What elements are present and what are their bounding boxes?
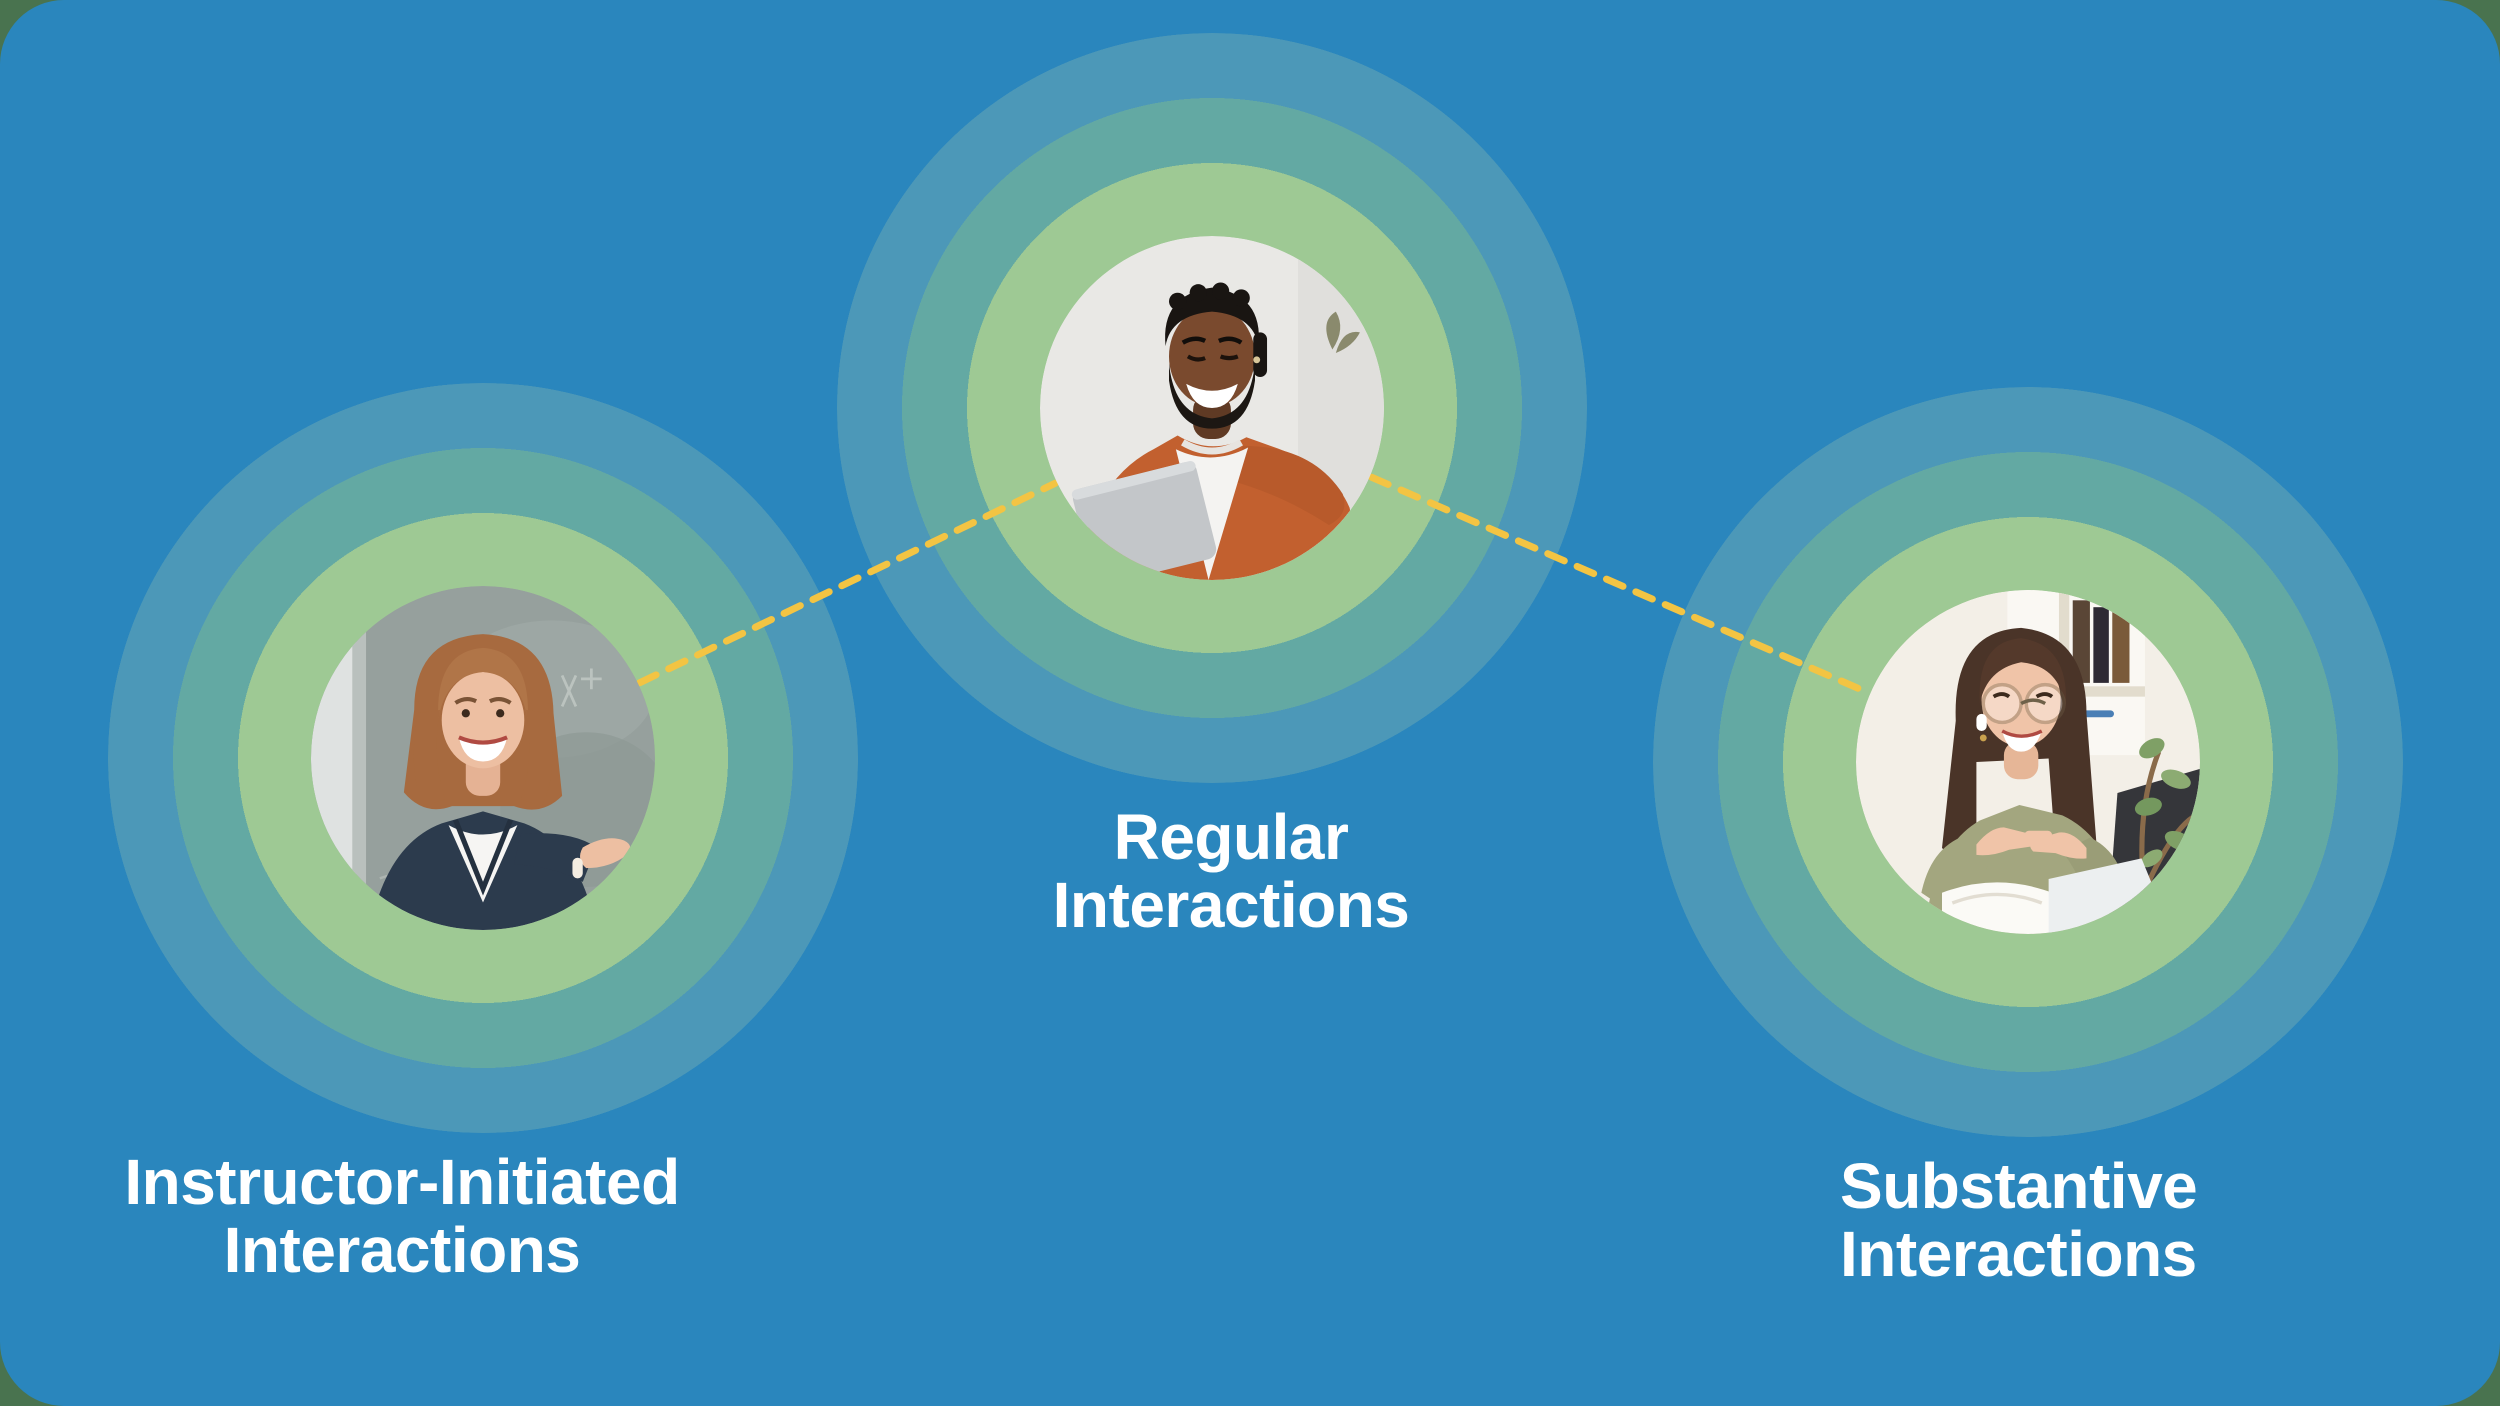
- substantive-label: Substantive Interactions: [1840, 1150, 2198, 1290]
- connector-line: [1368, 473, 1872, 697]
- regular-photo: [1040, 236, 1384, 580]
- regular-label: Regular Interactions: [1052, 801, 1410, 941]
- substantive-photo: [1856, 590, 2200, 934]
- substantive-illustration: [1856, 590, 2200, 934]
- instructor-label: Instructor-Initiated Interactions: [124, 1146, 680, 1286]
- regular-illustration: [1040, 236, 1384, 580]
- connector-line: [636, 479, 1059, 687]
- instructor-photo: [311, 586, 655, 930]
- instructor-illustration: [311, 586, 655, 930]
